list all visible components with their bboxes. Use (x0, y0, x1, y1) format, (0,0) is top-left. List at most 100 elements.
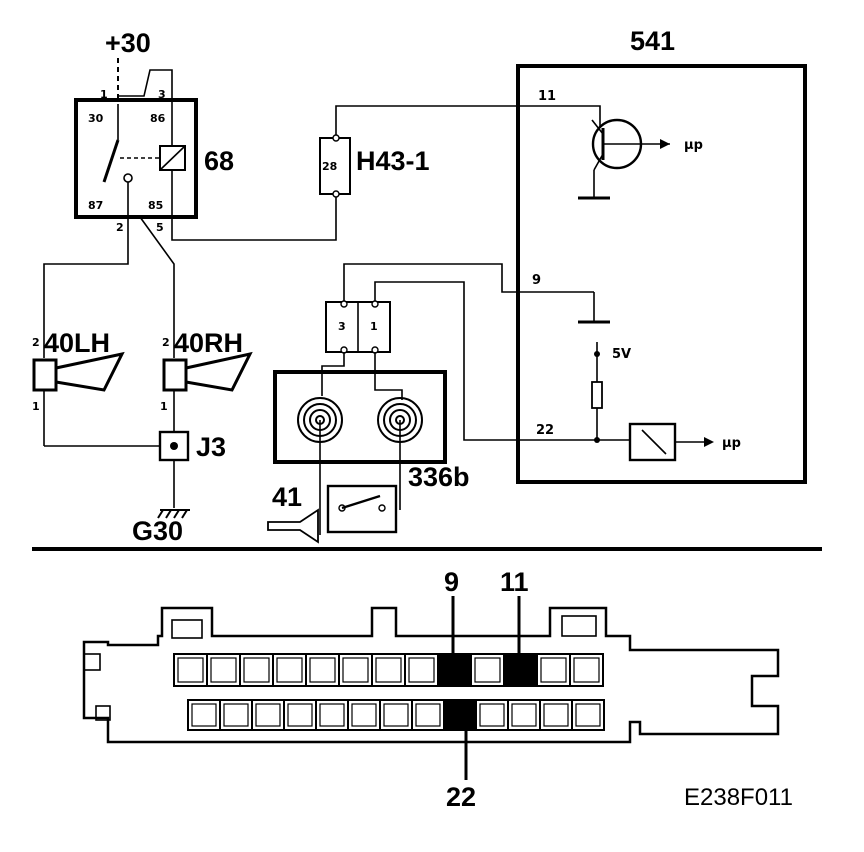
bottom-row-cavity-inner (383, 703, 409, 727)
ground-label: G30 (132, 516, 183, 546)
clockspring-pin3-top (340, 300, 348, 308)
ground-symbol-icon (157, 509, 190, 519)
signal-bottom-label: µp (722, 436, 741, 451)
top-row-cavity-inner (309, 657, 336, 683)
horn-switch-contact-right (378, 504, 386, 512)
top-row-cavity-inner (507, 657, 534, 683)
top-row-cavity-inner (276, 657, 303, 683)
bottom-row-cavity-inner (191, 703, 217, 727)
top-row-cavity-inner (342, 657, 369, 683)
horn-trumpet-icon (267, 508, 319, 544)
ecu-pin-22: 22 (536, 423, 554, 438)
clockspring-box (273, 370, 447, 464)
connector-callout-22: 22 (446, 782, 476, 812)
bottom-row-cavity-inner (255, 703, 281, 727)
bottom-row-cavity-inner (543, 703, 569, 727)
bottom-row-cavity-inner (511, 703, 537, 727)
bottom-row-cavity-inner (479, 703, 505, 727)
bottom-row-cavity-inner (223, 703, 249, 727)
transistor-emitter (593, 153, 604, 171)
relay-switch-arm (102, 139, 120, 183)
wire-relay-to-40lh (43, 217, 129, 358)
bottom-row-cavity-inner (319, 703, 345, 727)
horn-rh-label: 40RH (174, 328, 243, 358)
horn-lh-pin-2: 2 (32, 336, 40, 349)
supply-5v-label: 5V (612, 347, 631, 362)
h43-pin-bottom (332, 190, 340, 198)
control-unit-box (516, 64, 807, 484)
signal-converter (628, 422, 677, 462)
wire-relay-to-40rh (139, 216, 175, 358)
wire-clockspring-pin3-to-ecu9 (343, 263, 594, 302)
relay-pin-3: 3 (158, 88, 166, 101)
top-row-cavity-inner (573, 657, 600, 683)
connector-callout-11: 11 (500, 567, 529, 597)
pullup-resistor (591, 381, 603, 409)
horn-switch-box (326, 484, 398, 534)
top-row-cavity-inner (243, 657, 270, 683)
bottom-row-cavity-inner (287, 703, 313, 727)
bottom-row-cavity-inner (351, 703, 377, 727)
top-row-cavity-inner (177, 657, 204, 683)
horn-switch-lever (341, 494, 381, 510)
connector-top-lug-left (171, 619, 203, 639)
top-row-cavity-inner (540, 657, 567, 683)
bottom-row-cavity-inner (415, 703, 441, 727)
h43-label: H43-1 (356, 146, 430, 176)
horn-lh-trumpet (55, 351, 125, 392)
horn-rh-box (162, 358, 188, 392)
relay-pin-1: 1 (100, 88, 108, 101)
wire-h43-to-ecu (335, 105, 601, 137)
transistor-input-arrow (660, 139, 670, 149)
junction-j3-label: J3 (196, 432, 226, 462)
h43-pin-28: 28 (322, 160, 337, 173)
relay-pin-5: 5 (156, 221, 164, 234)
clockspring-pin1-top (371, 300, 379, 308)
relay-68-box (74, 98, 198, 219)
bottom-row-cavity-inner (575, 703, 601, 727)
wire-relay-to-h43 (171, 195, 337, 241)
relay-pin-86: 86 (150, 112, 166, 125)
supply-label: +30 (105, 28, 151, 58)
signal-top-label: µp (684, 138, 703, 153)
junction-j3-dot (170, 442, 178, 450)
horn-lh-box (32, 358, 58, 392)
connector-left-tab-bottom (95, 705, 111, 721)
clockspring-pin-3-label: 3 (338, 320, 346, 333)
horn-switch-label: 41 (272, 482, 302, 512)
h43-pin-top (332, 134, 340, 142)
transistor-collector (591, 119, 604, 135)
relay-label: 68 (204, 146, 234, 176)
relay-pin-87: 87 (88, 199, 103, 212)
relay-coil-slash (159, 145, 186, 171)
control-unit-label: 541 (630, 26, 675, 56)
connector-housing-outline (82, 606, 780, 744)
supply-wire-pin3 (118, 69, 173, 100)
wire-pin3-to-spiral-left (321, 352, 345, 396)
connector-callout-9: 9 (444, 567, 459, 597)
connector-pin-row-bottom (187, 699, 605, 731)
top-row-cavity-inner (408, 657, 435, 683)
clockspring-label: 336b (408, 462, 470, 492)
horn-rh-trumpet (185, 351, 253, 392)
pin22-node (594, 437, 600, 443)
ecu-pin-11: 11 (538, 89, 556, 104)
relay-pin-30: 30 (88, 112, 104, 125)
top-row-cavity-inner (474, 657, 501, 683)
wire-clockspring-pin1-to-ecu22 (374, 281, 630, 441)
horn-lh-pin-1: 1 (32, 400, 40, 413)
connector-top-lug-right (561, 615, 597, 637)
wire-pin1-to-spiral-right (374, 352, 403, 400)
top-row-cavity-inner (375, 657, 402, 683)
horn-rh-pin-1: 1 (160, 400, 168, 413)
relay-pin-85: 85 (148, 199, 163, 212)
horn-rh-pin-2: 2 (162, 336, 170, 349)
figure-code: E238F011 (684, 784, 793, 811)
h43-connector (319, 137, 351, 195)
clockspring-pin-1-label: 1 (370, 320, 378, 333)
top-row-cavity-inner (210, 657, 237, 683)
connector-left-tab-top (83, 653, 101, 671)
relay-pin-2: 2 (116, 221, 124, 234)
ecu-pin-9: 9 (532, 273, 541, 288)
